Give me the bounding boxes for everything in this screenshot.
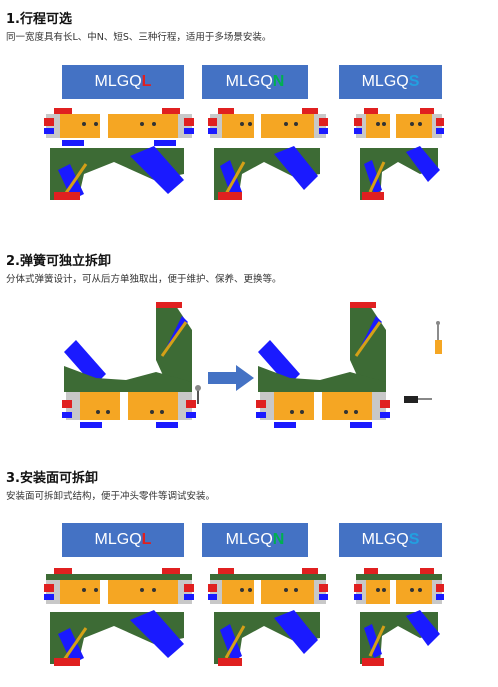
mechanism-s-mount-drawing — [354, 568, 444, 666]
label-suffix: L — [141, 531, 152, 548]
label-prefix: MLGQ — [225, 73, 273, 90]
label-suffix: N — [272, 531, 285, 548]
label-prefix: MLGQ — [94, 73, 142, 90]
label-suffix: L — [141, 73, 152, 90]
mechanism-l-drawing — [44, 108, 194, 200]
right-arrow-icon — [208, 365, 254, 391]
spring-assembled-drawing — [62, 302, 201, 428]
section-1-title: 1.行程可选 — [6, 12, 72, 27]
section-1-desc: 同一宽度具有长L、中N、短S、三种行程，适用于多场景安装。 — [6, 32, 272, 43]
mechanism-n-drawing — [208, 108, 328, 200]
label-prefix: MLGQ — [361, 73, 409, 90]
label-prefix: MLGQ — [361, 531, 409, 548]
mechanism-s-drawing — [354, 108, 444, 200]
label-prefix: MLGQ — [225, 531, 273, 548]
section-2-desc: 分体式弹簧设计，可从后方单独取出，便于维护、保养、更换等。 — [6, 274, 282, 285]
mechanism-l-mount-drawing — [44, 568, 194, 666]
section-2-title: 2.弹簧可独立拆卸 — [6, 254, 111, 269]
mechanism-n-mount-drawing — [208, 568, 328, 666]
label-suffix: N — [272, 73, 285, 90]
section-3-title: 3.安装面可拆卸 — [6, 471, 98, 486]
spring-removed-drawing — [256, 302, 442, 428]
label-suffix: S — [408, 73, 420, 90]
label-suffix: S — [408, 531, 420, 548]
section-3-desc: 安装面可拆卸式结构，便于冲头零件等调试安装。 — [6, 491, 216, 502]
label-prefix: MLGQ — [94, 531, 142, 548]
